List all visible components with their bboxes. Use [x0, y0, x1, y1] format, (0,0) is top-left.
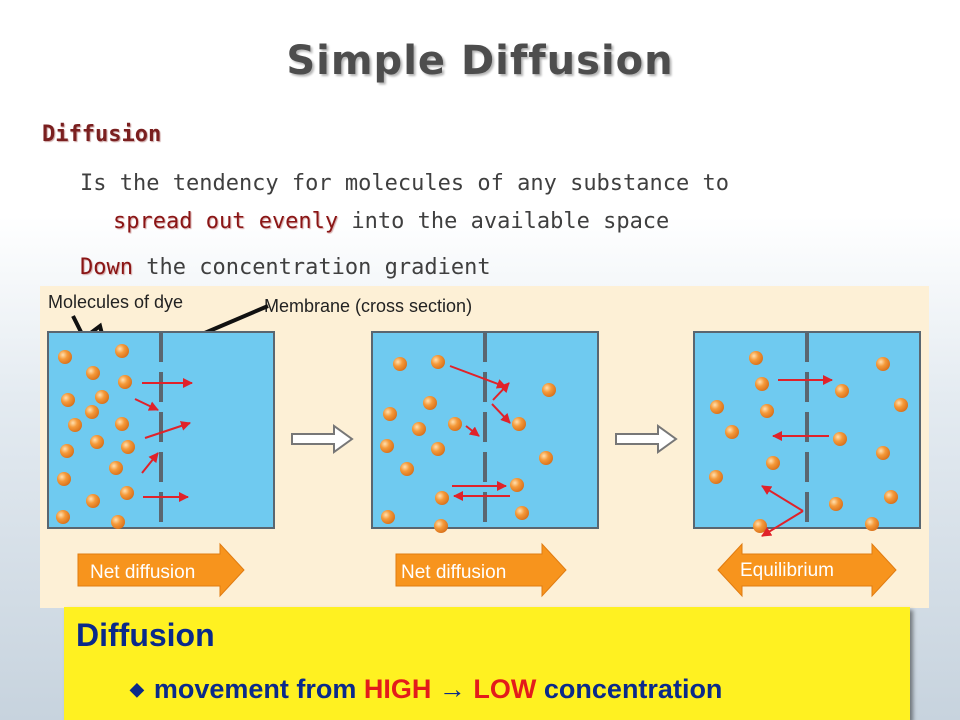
slide-title: Simple Diffusion	[286, 38, 674, 84]
section-heading: Diffusion	[42, 122, 162, 147]
summary-suffix: concentration	[536, 674, 723, 704]
equilibrium-banner	[717, 542, 897, 598]
panel-2	[371, 331, 599, 533]
diffusion-figure: Molecules of dye Membrane (cross section…	[40, 286, 929, 608]
next-step-arrow-1	[291, 424, 354, 454]
banner-label-1: Net diffusion	[90, 562, 195, 583]
summary-box: Diffusion ◆ movement from HIGH → LOW conc…	[64, 607, 910, 720]
summary-high: HIGH	[363, 674, 432, 704]
arrows-panel-2	[449, 365, 511, 501]
banner-label-3: Equilibrium	[740, 560, 834, 581]
molecules-panel-2	[380, 355, 556, 533]
panel-3	[693, 331, 921, 537]
net-diffusion-banner-1	[77, 542, 245, 598]
banner-label-2: Net diffusion	[401, 562, 506, 583]
definition-line-3-rest: the concentration gradient	[132, 255, 491, 280]
highlight-down: Down	[80, 255, 133, 280]
right-arrow-icon: →	[438, 674, 466, 704]
arrows-panel-3	[761, 375, 833, 537]
summary-title: Diffusion	[76, 617, 215, 653]
summary-low: LOW	[473, 674, 537, 704]
definition-line-2: spread out evenly into the available spa…	[113, 209, 669, 234]
next-step-arrow-2	[615, 424, 678, 454]
molecules-panel-1	[56, 344, 135, 529]
arrows-panel-1	[134, 378, 193, 502]
definition-line-1-text: Is the tendency for molecules of any sub…	[80, 171, 730, 196]
label-molecules-of-dye: Molecules of dye	[48, 292, 183, 312]
definition-line-3: Down the concentration gradient	[80, 255, 491, 280]
diffusion-diagram: Molecules of dye Membrane (cross section…	[47, 292, 921, 598]
definition-line-1: Is the tendency for molecules of any sub…	[80, 171, 729, 196]
net-diffusion-banner-2	[395, 542, 567, 598]
highlight-spread-out-evenly: spread out evenly	[113, 209, 339, 234]
summary-prefix: movement from	[153, 674, 364, 704]
molecules-panel-3	[709, 351, 908, 533]
diamond-bullet-icon: ◆	[130, 679, 144, 699]
definition-line-2-rest: into the available space	[338, 209, 670, 234]
label-membrane: Membrane (cross section)	[264, 296, 472, 316]
summary-bullet: ◆ movement from HIGH → LOW concentration	[130, 674, 722, 705]
panel-1	[47, 331, 275, 529]
